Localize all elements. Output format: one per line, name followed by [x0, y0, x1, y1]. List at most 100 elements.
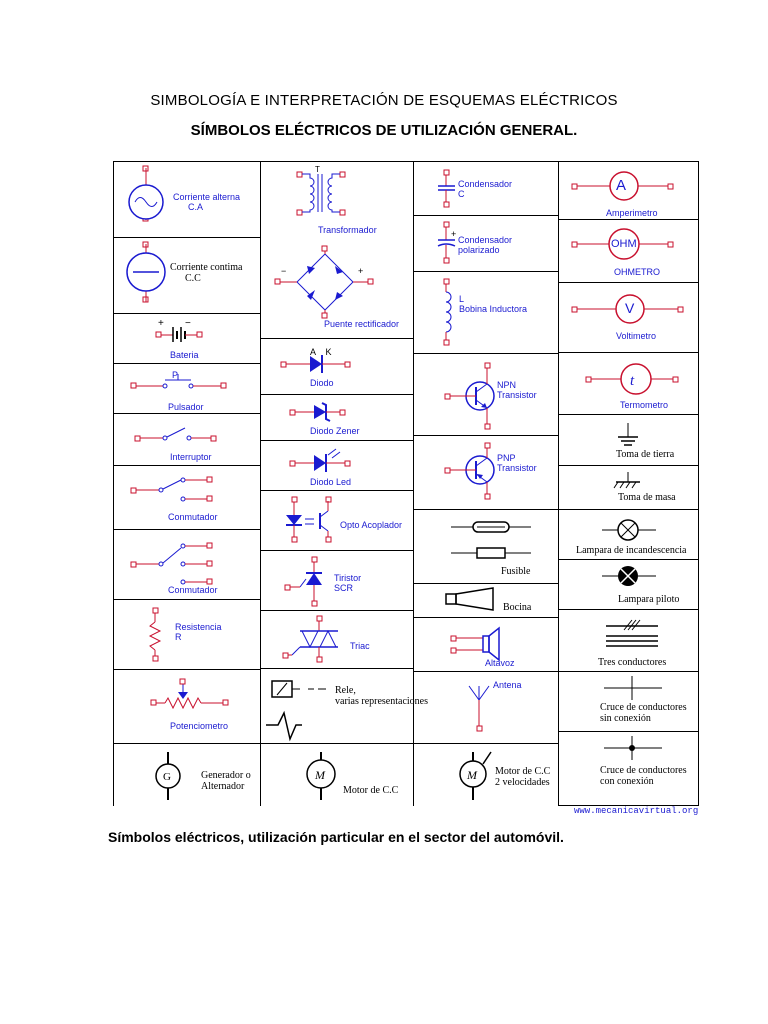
pnp-transistor-icon	[444, 442, 495, 500]
cell-pilot: Lampara piloto	[558, 559, 698, 609]
generator-icon: G	[155, 752, 181, 800]
volt-symbol: V	[625, 300, 635, 316]
diode-icon	[280, 355, 351, 373]
cell-pnp: PNP Transistor	[413, 435, 558, 509]
cell-cap: Condensador C	[413, 161, 558, 215]
cell-generator: G Generador o Alternador	[113, 743, 260, 806]
cell-dc: Corriente contima C.C	[113, 237, 260, 313]
scr-label: Tiristor SCR	[334, 573, 362, 593]
ohm-symbol: OHM	[611, 238, 637, 250]
commutator-icon	[130, 476, 213, 502]
pushbutton-label: Pulsador	[168, 402, 204, 412]
three-label: Tres conductores	[598, 657, 667, 668]
col4: A Amperimetro OHM OHMETRO V Voltimetro	[558, 161, 699, 806]
cell-cross2: Cruce de conductores con conexión	[558, 731, 698, 806]
cell-speaker: Altavoz	[413, 617, 558, 671]
diode-ak-label: A K	[310, 347, 332, 357]
ohmmeter-icon	[571, 228, 674, 260]
cap-label: Condensador C	[458, 179, 513, 199]
svg-text:+: +	[358, 266, 363, 276]
cell-coil: L Bobina Inductora	[413, 271, 558, 353]
svg-text:+: +	[451, 229, 456, 239]
volt-label: Voltimetro	[616, 331, 657, 341]
cross1-label: Cruce de conductores sin conexión	[600, 702, 687, 724]
motor2-label: Motor de C.C 2 velocidades	[495, 766, 551, 788]
cell-relay: Rele, varias representaciones	[260, 668, 428, 743]
zener-label: Diodo Zener	[310, 426, 360, 436]
col1: Corriente alterna C.A Corriente contima …	[113, 161, 260, 806]
pushbutton-icon	[130, 374, 227, 389]
ac-source-icon	[128, 165, 164, 222]
fuse-label: Fusible	[501, 566, 531, 577]
battery-label: Bateria	[170, 350, 199, 360]
cell-transformer: T − + Transformador Puente rectificador	[260, 161, 413, 338]
svg-text:M: M	[466, 768, 478, 782]
resistor-label: Resistencia R	[175, 622, 222, 642]
horn-label: Bocina	[503, 602, 532, 613]
cell-ac: Corriente alterna C.A	[113, 161, 260, 237]
crossing-no-connection-icon	[604, 676, 662, 700]
dc-label: Corriente contima C.C	[170, 262, 243, 284]
pnp-label: PNP Transistor	[497, 453, 537, 473]
led-icon	[289, 448, 351, 472]
fuse-icon	[451, 521, 531, 559]
relay-label: Rele, varias representaciones	[335, 685, 429, 707]
svg-text:−: −	[185, 318, 191, 329]
motor-icon: M	[306, 752, 336, 800]
generator-label: Generador o Alternador	[201, 770, 251, 792]
voltmeter-icon	[571, 294, 684, 324]
dc-source-icon	[126, 241, 166, 303]
commutator-label: Conmutador	[168, 512, 218, 522]
cell-npn: NPN Transistor	[413, 353, 558, 435]
antenna-label: Antena	[493, 680, 522, 690]
svg-text:−: −	[281, 266, 286, 276]
two-speed-motor-icon: M	[459, 751, 492, 800]
cell-ohm: OHM OHMETRO	[558, 219, 698, 282]
ammeter-label: Amperimetro	[606, 208, 658, 218]
page-subtitle: SIMBOLOGÍA E INTERPRETACIÓN DE ESQUEMAS …	[150, 92, 618, 109]
three-conductors-icon	[606, 619, 658, 647]
capacitor-icon	[438, 169, 455, 208]
cell-triac: Triac	[260, 610, 413, 668]
opto-label: Opto Acoplador	[340, 520, 403, 530]
cell-capp: + Condensador polarizado	[413, 215, 558, 271]
cross2-label: Cruce de conductores con conexión	[600, 765, 687, 787]
battery-icon: + −	[155, 318, 203, 342]
col2: T − + Transformador Puente rectificador	[260, 161, 428, 806]
svg-text:t: t	[630, 373, 635, 389]
coil-label: L Bobina Inductora	[459, 294, 528, 314]
symbols-table: Corriente alterna C.A Corriente contima …	[113, 161, 559, 806]
ohm-label: OHMETRO	[614, 267, 660, 277]
led-label: Diodo Led	[310, 477, 352, 487]
ammeter-symbol: A	[616, 177, 627, 194]
cell-zener: Diodo Zener	[260, 394, 413, 440]
potentiometer-icon	[150, 678, 229, 710]
triac-icon	[282, 615, 338, 663]
cell-scr: Tiristor SCR	[260, 550, 413, 610]
npn-label: NPN Transistor	[497, 380, 537, 400]
page-title: SÍMBOLOS ELÉCTRICOS DE UTILIZACIÓN GENER…	[190, 122, 578, 139]
horn-icon	[445, 587, 494, 611]
thermometer-icon: t	[585, 363, 679, 395]
speaker-label: Altavoz	[485, 658, 515, 668]
cell-motor: M Motor de C.C	[260, 743, 413, 806]
cell-opto: Opto Acoplador	[260, 490, 413, 550]
pilot-label: Lampara piloto	[618, 594, 680, 605]
section-heading: Símbolos eléctricos, utilización particu…	[108, 829, 564, 845]
cell-motor2: M Motor de C.C 2 velocidades	[413, 743, 558, 806]
pushbutton-p-label: P	[172, 370, 179, 380]
earth-ground-icon	[618, 423, 638, 446]
cell-antenna: Antena	[413, 671, 558, 743]
cell-three: Tres conductores	[558, 609, 698, 671]
cell-fuse: Fusible	[413, 509, 558, 583]
zener-diode-icon	[289, 402, 346, 422]
switch-label: Interruptor	[170, 452, 212, 462]
col3: Condensador C + Condensador polarizado	[413, 161, 558, 806]
motor-label: Motor de C.C	[343, 785, 399, 796]
transformer-icon: T − +	[274, 165, 374, 319]
resistor-icon	[148, 607, 162, 662]
commutator2-icon	[130, 542, 213, 585]
cell-mass: Toma de masa	[558, 465, 698, 509]
pilot-lamp-icon	[602, 566, 656, 586]
triac-label: Triac	[350, 641, 370, 651]
